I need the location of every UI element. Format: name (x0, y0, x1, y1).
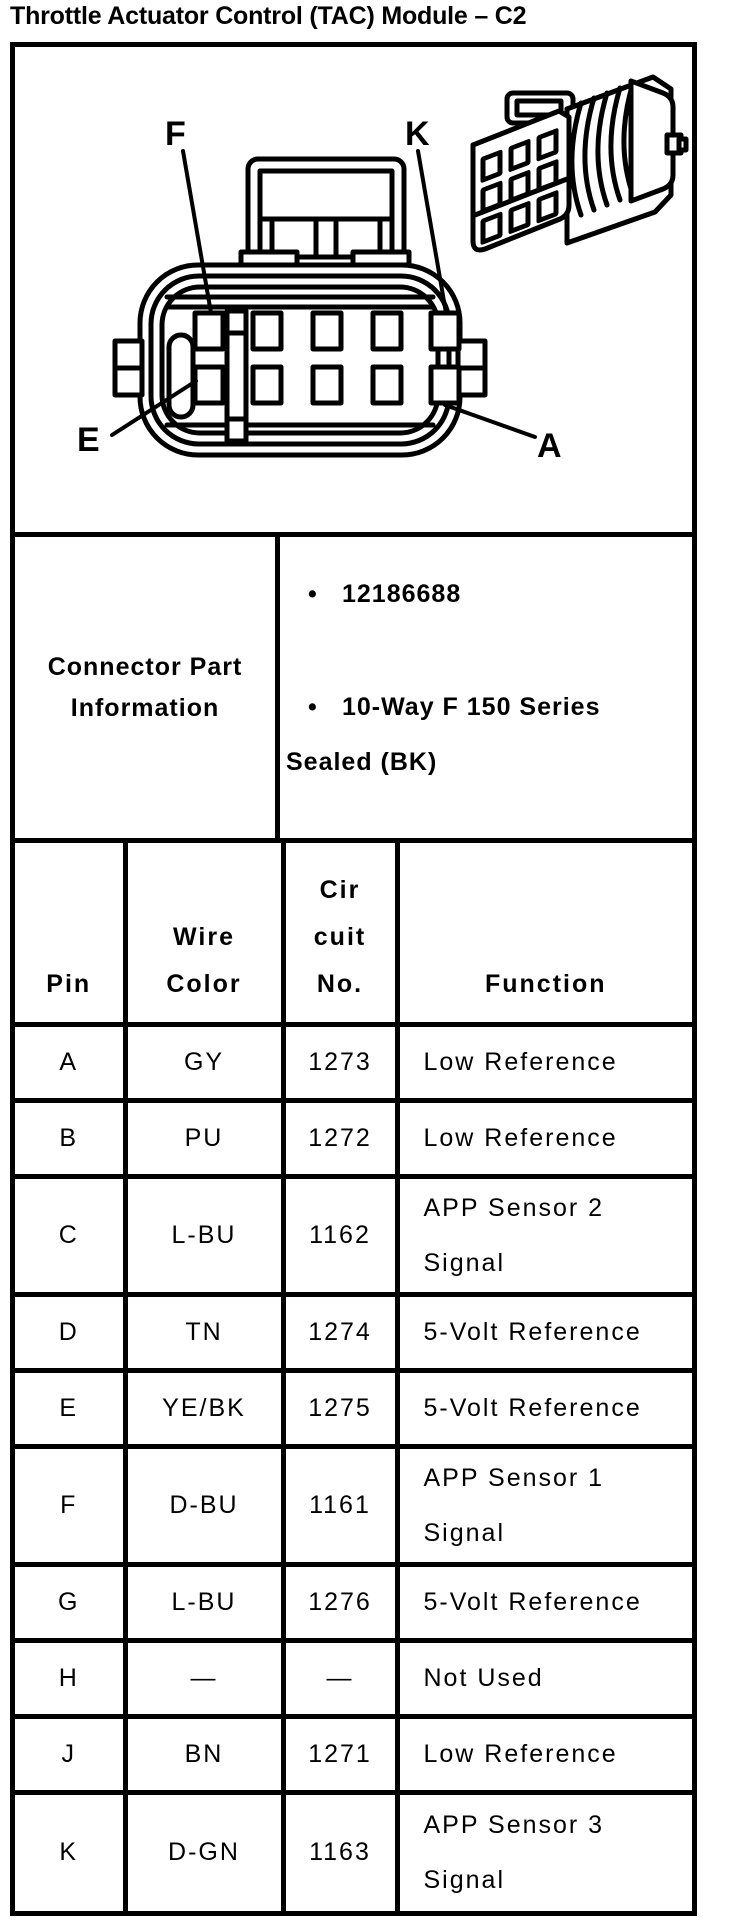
connector-part-info-header-cell: Connector Part Information (15, 537, 280, 838)
circuit-no-cell: 1275 (280, 1368, 400, 1449)
pin-label-a: A (537, 427, 562, 465)
pin-cell: F (15, 1444, 128, 1567)
pin-cell: K (15, 1790, 128, 1911)
pin-cell: A (15, 1022, 128, 1103)
table-row-pin-a: A GY 1273 Low Reference (15, 1022, 692, 1103)
header-line: Wire (173, 923, 235, 951)
wire-color-cell: D-BU (122, 1444, 286, 1567)
function-cell: APP Sensor 2 Signal (394, 1174, 692, 1297)
pin-leader-lines (110, 149, 537, 439)
circuit-no-cell: 1161 (280, 1444, 400, 1567)
function-cell: APP Sensor 3 Signal (394, 1790, 692, 1911)
function-cell: 5-Volt Reference (394, 1292, 692, 1373)
wire-color-cell: D-GN (122, 1790, 286, 1911)
part-number-item: • 12186688 (286, 567, 674, 622)
page-title: Throttle Actuator Control (TAC) Module –… (10, 2, 527, 30)
pin-table-header-row: Pin Wire Color Cir cuit No. Function (15, 840, 692, 1027)
table-row-pin-d: D TN 1274 5-Volt Reference (15, 1292, 692, 1373)
wire-color-cell: PU (122, 1098, 286, 1179)
bullet-icon: • (308, 693, 318, 721)
function-cell: Low Reference (394, 1022, 692, 1103)
pin-label-e: E (77, 421, 100, 459)
connector-part-info-label: Connector Part Information (47, 652, 243, 722)
circuit-no-cell: 1276 (280, 1562, 400, 1643)
connector-part-info-section: Connector Part Information • 12186688 • … (15, 532, 692, 838)
bullet-icon: • (308, 580, 318, 608)
header-line: Cir (319, 876, 361, 904)
connector-document-table: F K E A Connector Part Information • 121… (10, 42, 697, 1916)
function-column-header: Function (394, 840, 692, 1027)
function-cell: 5-Volt Reference (394, 1562, 692, 1643)
wire-color-cell: TN (122, 1292, 286, 1373)
wire-color-cell: — (122, 1638, 286, 1719)
table-row-pin-k: K D-GN 1163 APP Sensor 3 Signal (15, 1790, 692, 1911)
connector-front-view (110, 149, 537, 458)
circuit-no-cell: 1272 (280, 1098, 400, 1179)
circuit-no-cell: 1163 (280, 1790, 400, 1911)
pin-cell: J (15, 1714, 128, 1795)
pin-cell: H (15, 1638, 128, 1719)
connector-isometric-view (470, 74, 689, 253)
table-row-pin-h: H — — Not Used (15, 1638, 692, 1719)
pin-cell: B (15, 1098, 128, 1179)
header-line: Color (166, 970, 242, 998)
circuit-no-column-header: Cir cuit No. (280, 840, 400, 1027)
function-cell: Not Used (394, 1638, 692, 1719)
table-row-pin-j: J BN 1271 Low Reference (15, 1714, 692, 1795)
circuit-no-cell: 1274 (280, 1292, 400, 1373)
pin-label-f: F (165, 115, 186, 153)
pin-cell: E (15, 1368, 128, 1449)
table-row-pin-g: G L-BU 1276 5-Volt Reference (15, 1562, 692, 1643)
circuit-no-cell: 1271 (280, 1714, 400, 1795)
function-cell: Low Reference (394, 1098, 692, 1179)
wire-color-column-header: Wire Color (122, 840, 286, 1027)
pin-cell: D (15, 1292, 128, 1373)
table-row-pin-e: E YE/BK 1275 5-Volt Reference (15, 1368, 692, 1449)
table-row-pin-f: F D-BU 1161 APP Sensor 1 Signal (15, 1444, 692, 1567)
wire-color-cell: GY (122, 1022, 286, 1103)
pin-cell: G (15, 1562, 128, 1643)
series-description-text: 10-Way F 150 Series Sealed (BK) (286, 693, 601, 776)
wire-color-cell: L-BU (122, 1174, 286, 1297)
part-number-text: 12186688 (342, 580, 462, 608)
wire-color-cell: YE/BK (122, 1368, 286, 1449)
circuit-no-cell: 1273 (280, 1022, 400, 1103)
header-line: cuit (313, 923, 367, 951)
connector-part-info-details-cell: • 12186688 • 10-Way F 150 Series Sealed … (280, 537, 692, 838)
table-row-pin-c: C L-BU 1162 APP Sensor 2 Signal (15, 1174, 692, 1297)
wire-color-cell: BN (122, 1714, 286, 1795)
table-row-pin-b: B PU 1272 Low Reference (15, 1098, 692, 1179)
wire-color-cell: L-BU (122, 1562, 286, 1643)
pin-cavities-top-row (192, 310, 462, 352)
pin-cell: C (15, 1174, 128, 1297)
circuit-no-cell: — (280, 1638, 400, 1719)
pin-column-header: Pin (15, 840, 128, 1027)
function-cell: 5-Volt Reference (394, 1368, 692, 1449)
pin-cavities-bottom-row (192, 364, 462, 406)
connector-diagram-svg: F K E A (77, 74, 689, 465)
connector-diagram: F K E A (15, 47, 692, 532)
circuit-no-cell: 1162 (280, 1174, 400, 1297)
function-cell: APP Sensor 1 Signal (394, 1444, 692, 1567)
pin-label-k: K (405, 115, 430, 153)
header-line: No. (316, 970, 364, 998)
pin-table: Pin Wire Color Cir cuit No. Function A G… (15, 838, 692, 1911)
series-description-item: • 10-Way F 150 Series Sealed (BK) (286, 680, 674, 790)
function-cell: Low Reference (394, 1714, 692, 1795)
